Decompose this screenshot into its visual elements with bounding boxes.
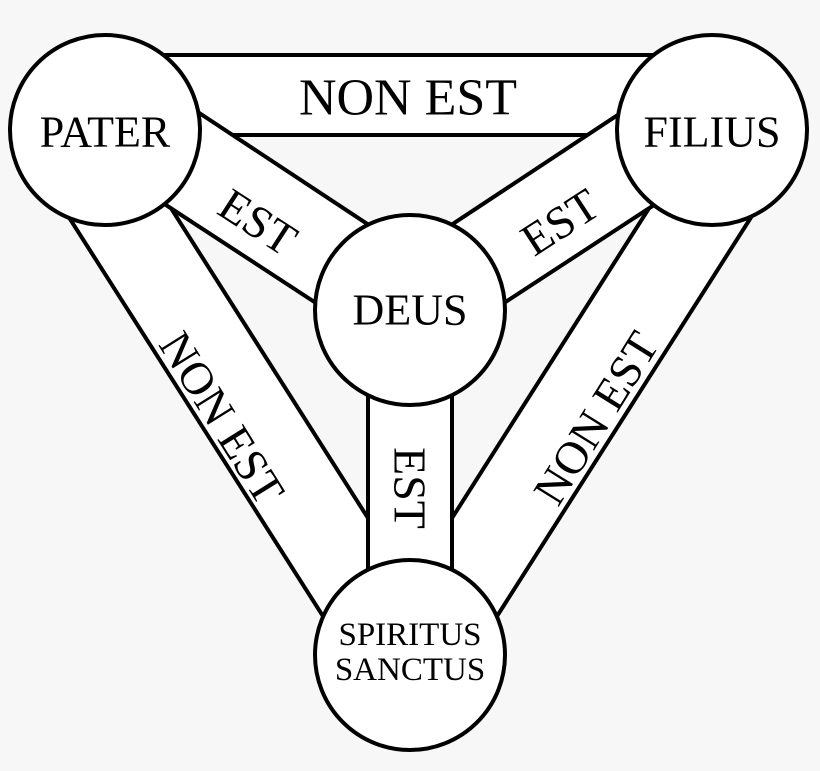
node-spiritus-label-line1: SPIRITUS [338,617,481,653]
node-filius-label: FILIUS [644,108,781,157]
relation-pater-filius-label: NON EST [299,70,517,127]
relation-spiritus-deus-label: EST [385,447,436,529]
node-pater [8,33,202,227]
node-spiritus-label-line2: SANCTUS [335,652,485,688]
node-deus-label: DEUS [353,286,468,335]
node-spiritus-sanctus [313,558,507,752]
node-filius [615,33,809,227]
node-pater-label: PATER [40,108,171,157]
node-deus [313,213,507,407]
